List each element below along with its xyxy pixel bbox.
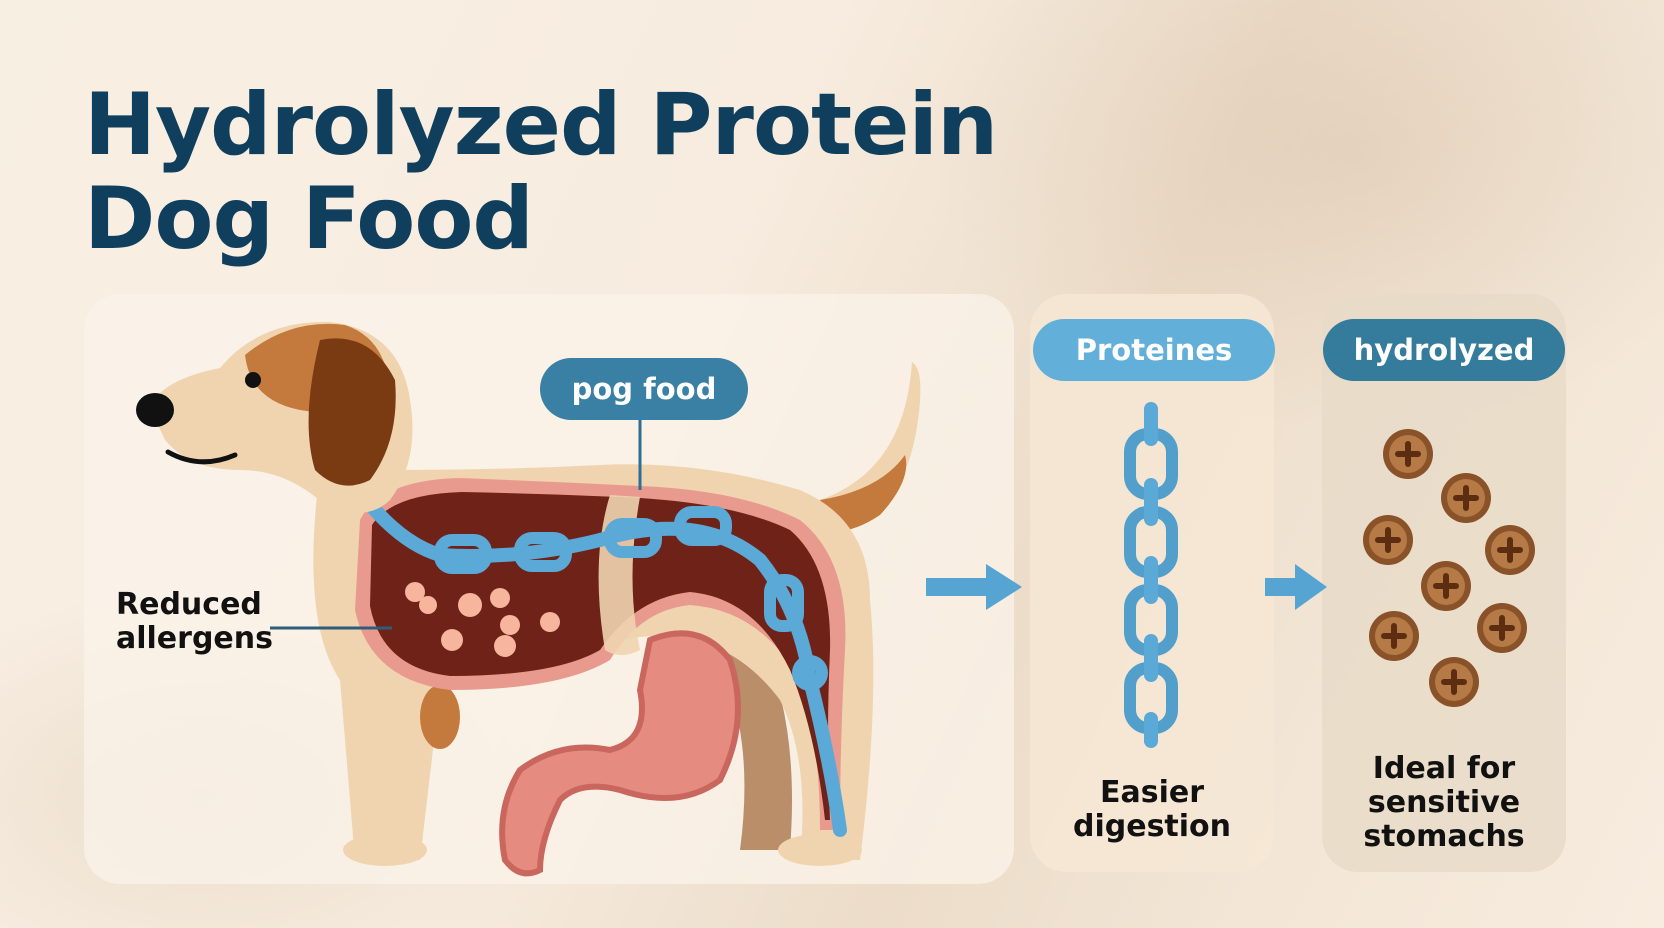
dog-food-label: pog food [540, 358, 748, 420]
sensitive-stomach-caption: Ideal for sensitive stomachs [1363, 751, 1525, 854]
page-title: Hydrolyzed Protein Dog Food [84, 75, 998, 269]
arrow-right-icon [1265, 564, 1327, 610]
proteins-label: Proteines [1033, 319, 1275, 381]
hydrolyzed-label: hydrolyzed [1323, 319, 1565, 381]
dog-eye [245, 372, 261, 388]
dog-ear [308, 338, 396, 486]
arrow-right-icon [926, 564, 1022, 610]
protein-chain-icon [1124, 402, 1178, 748]
digestion-caption: Easier digestion [1072, 775, 1232, 844]
dog-illustration [136, 321, 921, 877]
allergens-caption: Reduced allergens [116, 587, 273, 656]
kibble-pieces-icon [1360, 420, 1540, 720]
title-line-2: Dog Food [84, 169, 534, 269]
allergen-particles [405, 582, 560, 657]
dog-mouth [165, 449, 238, 465]
dog-nose [136, 393, 174, 427]
title-line-1: Hydrolyzed Protein [84, 75, 998, 175]
